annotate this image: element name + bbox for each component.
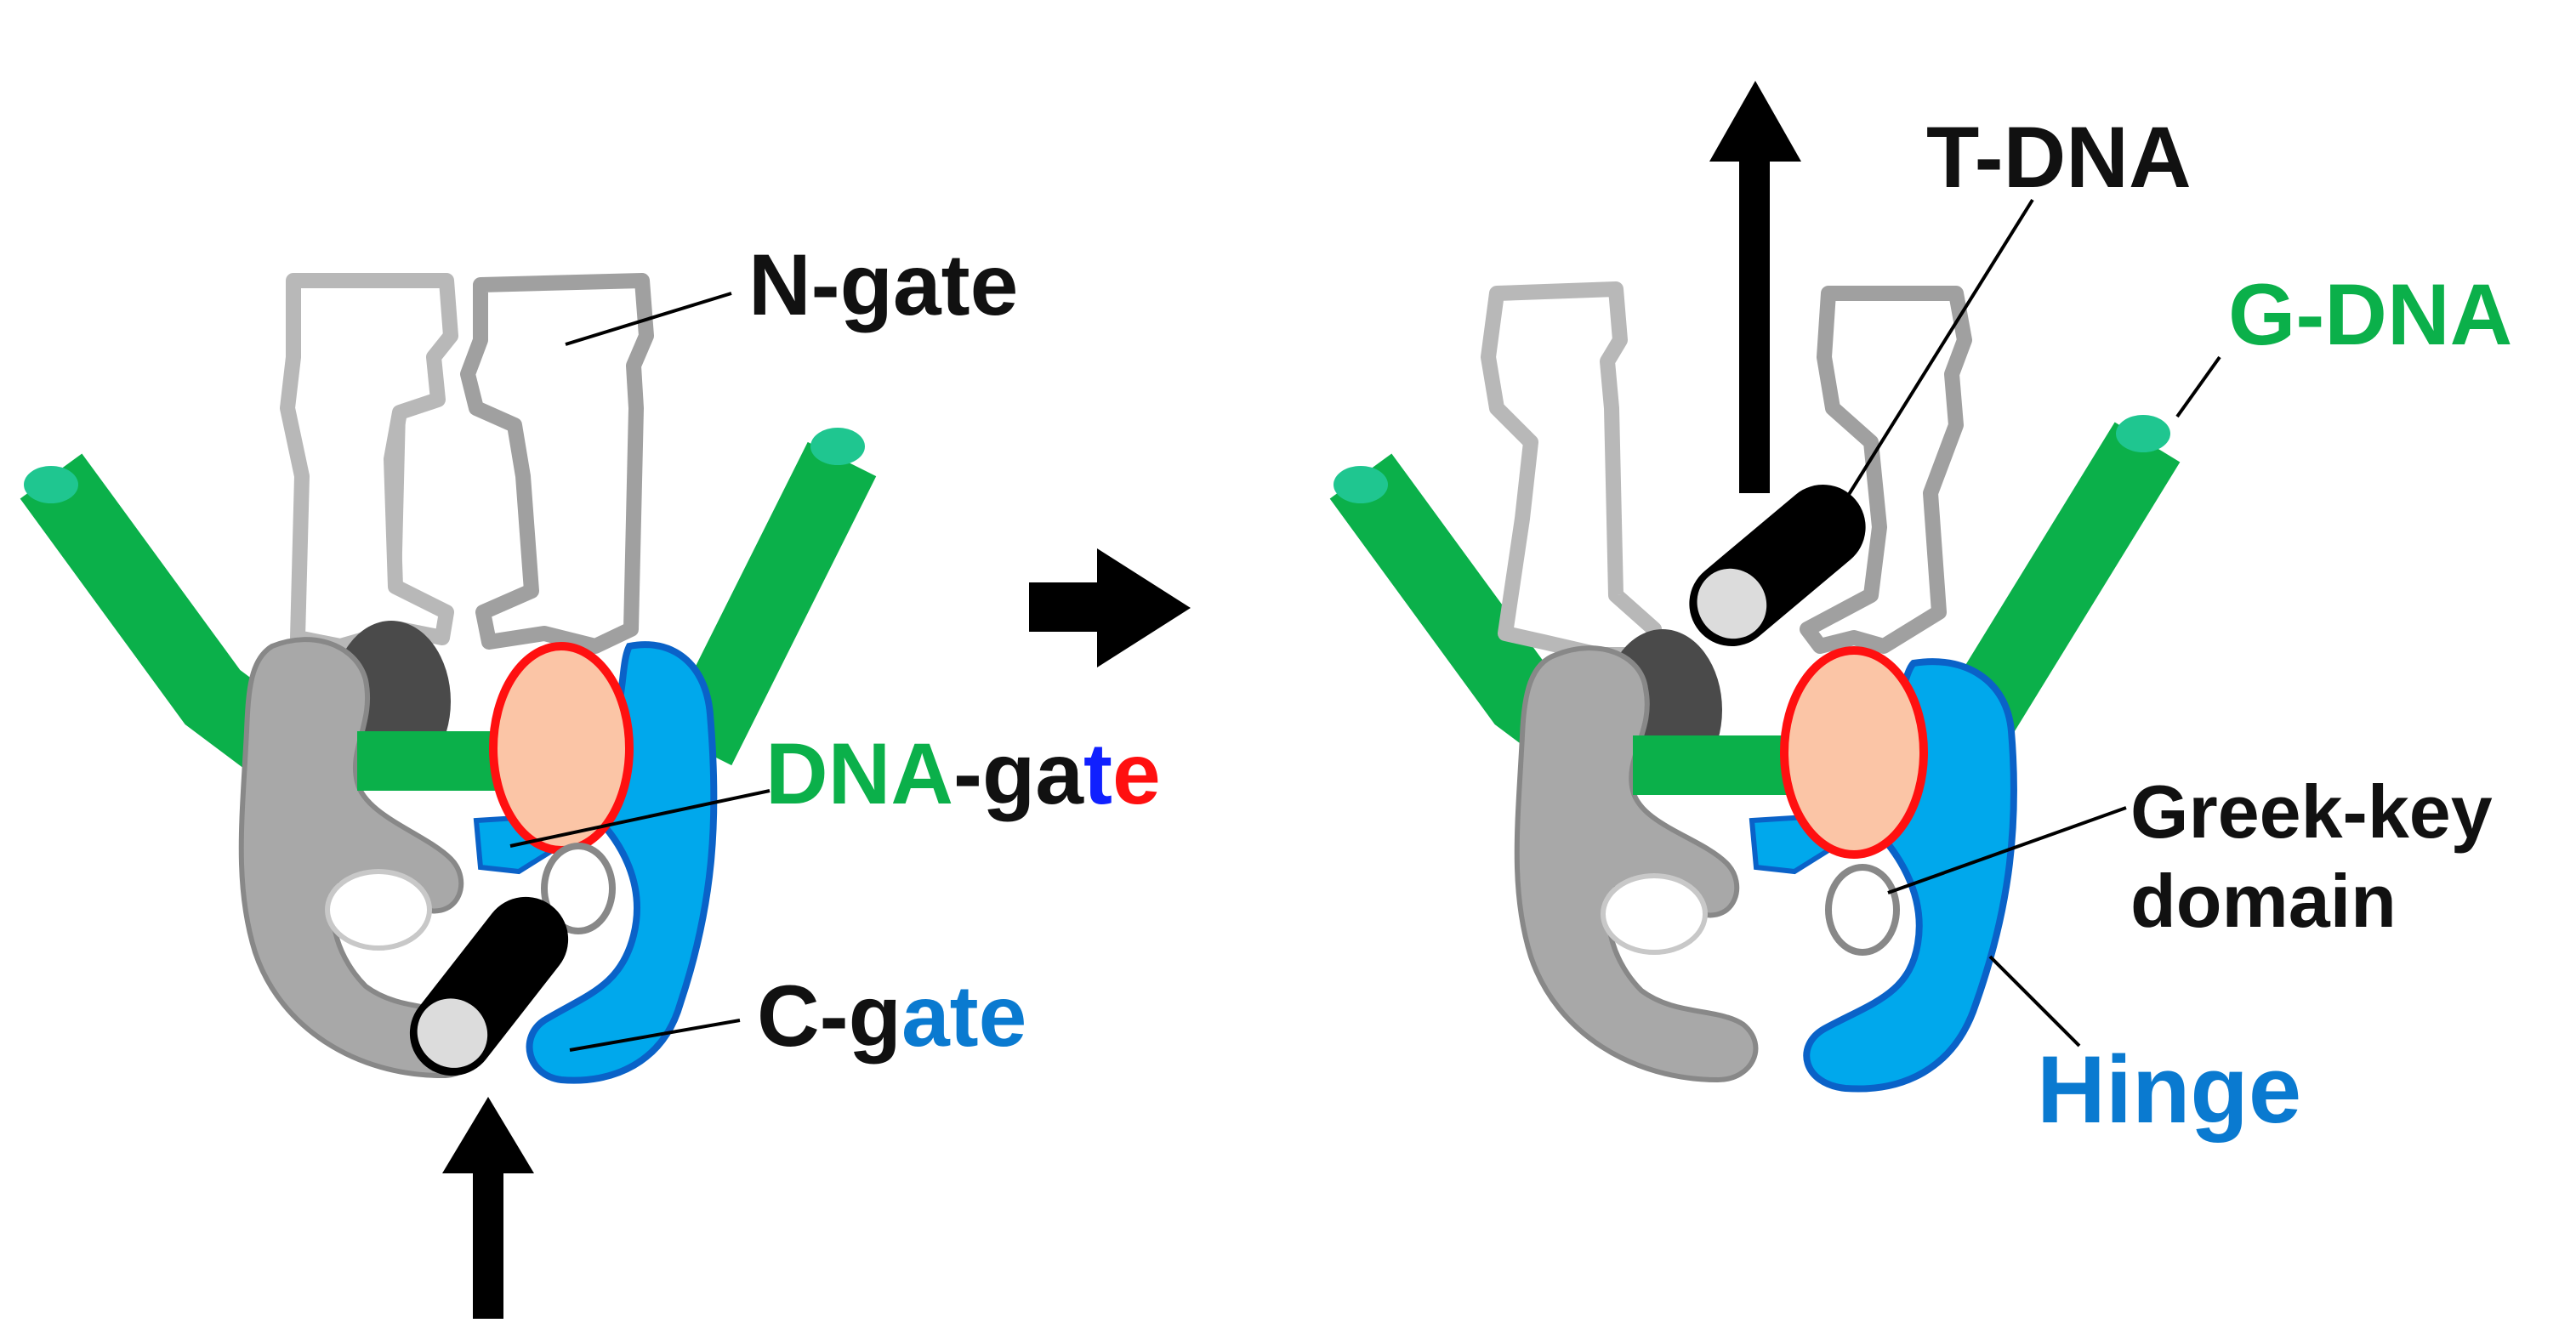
g-dna-leader (2175, 355, 2221, 418)
hinge-leader (1988, 955, 2081, 1048)
n-gate-left-block (280, 273, 458, 654)
n-gate-inner-line (390, 412, 406, 588)
t-dna-left (409, 896, 569, 1076)
right-state: T-DNA G-DNA Greek-key domain Hinge (1329, 81, 2512, 1143)
gray-pocket-right (1601, 873, 1708, 955)
label-dna-gate-ga: -ga (953, 725, 1084, 822)
up-arrow (442, 1097, 534, 1319)
t-dna-right (1689, 485, 1866, 646)
g-dna-right-left-end (1333, 466, 1388, 503)
label-c-gate-cg: C-g (757, 968, 901, 1065)
greek-key-domain (541, 843, 616, 934)
gray-pocket (325, 869, 432, 951)
label-dna-gate-e: e (1112, 725, 1161, 822)
gray-protein-body (238, 637, 483, 1079)
g-dna-left-end (24, 466, 78, 503)
greek-key-leader (1887, 806, 2127, 894)
left-state: N-gate DNA-gate C-gate (20, 236, 1161, 1319)
dna-gate-core (489, 642, 634, 855)
n-gate-right-block (460, 273, 654, 654)
label-greek-key-line2: domain (2130, 859, 2397, 943)
dna-gate-core-right (1780, 646, 1928, 859)
label-dna-gate-dna: DNA (765, 725, 953, 822)
g-dna-right-end (810, 428, 865, 465)
up-arrow-exit (1709, 81, 1801, 493)
label-hinge: Hinge (2037, 1036, 2301, 1143)
label-dna-gate-t: t (1083, 725, 1112, 822)
gray-protein-body-right (1514, 645, 1759, 1083)
label-c-gate-ate: ate (901, 968, 1026, 1065)
right-arrow (1029, 548, 1191, 667)
dna-gate-leader (509, 789, 771, 848)
label-n-gate: N-gate (748, 236, 1018, 333)
c-gate-leader (569, 1019, 741, 1052)
t-dna-leader (1827, 198, 2034, 529)
label-c-gate: C-gate (757, 968, 1026, 1065)
label-dna-gate: DNA-gate (765, 725, 1161, 822)
label-greek-key-line1: Greek-key (2130, 769, 2493, 854)
n-gate-leader (565, 292, 732, 346)
g-dna-right-arm (662, 441, 877, 766)
label-g-dna: G-DNA (2228, 266, 2512, 363)
label-t-dna: T-DNA (1926, 109, 2192, 206)
n-gate-open-right (1800, 286, 1972, 654)
greek-key-domain-right (1825, 864, 1900, 956)
g-dna-right-right-end (2116, 415, 2170, 452)
n-gate-open-left (1481, 281, 1662, 662)
